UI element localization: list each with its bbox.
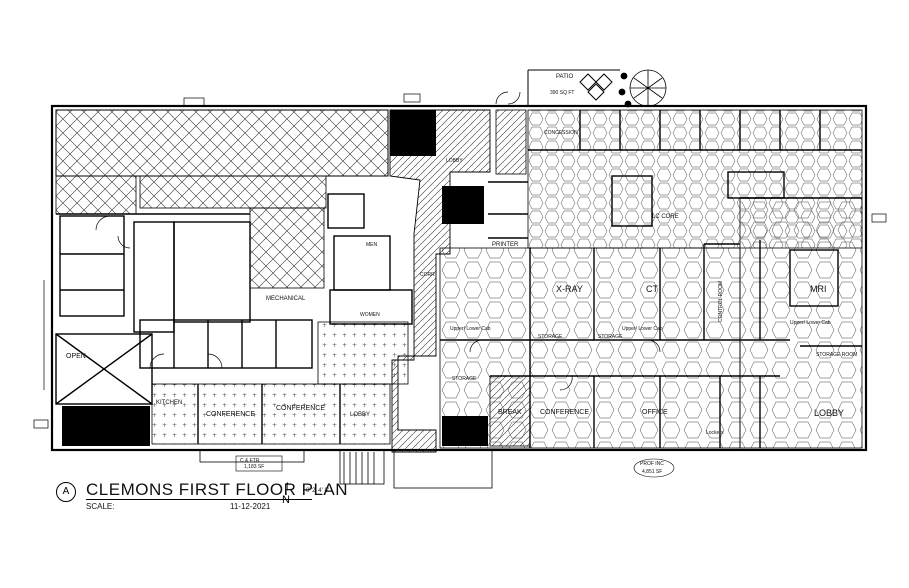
label-womens: WOMEN (360, 312, 380, 318)
label-corr: CORR (420, 272, 435, 278)
north-label: N (282, 494, 290, 506)
label-kitchen: KITCHEN (156, 400, 182, 406)
tag-box-prof (633, 458, 675, 478)
label-mri: MRI (810, 284, 827, 294)
label-conference-1: CONFERENCE (206, 411, 255, 418)
dot-zone-conference (151, 383, 391, 445)
label-open: OPEN (66, 353, 86, 360)
label-lobby-left: LOBBY (350, 412, 370, 418)
label-ct: CT (646, 284, 658, 294)
solid-block-elevator (442, 186, 484, 224)
label-upper-lower-cab-2: Upper/ Lower Cab (622, 326, 663, 332)
cross-hatch-zone-west (55, 175, 137, 215)
cross-hatch-zone-north (55, 109, 389, 177)
label-storage-3: STORAGE (452, 376, 477, 382)
label-conference-2: CONFERENCE (276, 405, 325, 412)
label-conference-3: CONFERENCE (540, 409, 589, 416)
label-patio: PATIO (556, 74, 573, 80)
north-arrow-icon: ↑ (284, 477, 291, 493)
tag-ct-ftr: C & FTR (240, 458, 260, 464)
label-storage-2: STORAGE (598, 334, 623, 340)
tag-ct-ftr-area: 1,183 SF (244, 464, 264, 470)
label-upper-lower-cab-3: Upper/ Lower Cab (790, 320, 831, 326)
label-storage-room: STORAGE ROOM (816, 352, 857, 358)
label-upper-lower-cab-1: Upper/ Lower Cab (450, 326, 491, 332)
dimension-tags (33, 93, 887, 429)
interior-walls (55, 110, 862, 448)
label-break: BREAK (498, 409, 522, 416)
label-concession: CONCESSION (544, 130, 578, 136)
title-block: A CLEMONS FIRST FLOOR PLAN SCALE: 11-12-… (42, 476, 372, 512)
patio-area (527, 69, 620, 106)
title-underline (86, 499, 312, 500)
diag-hatch-lobby-top (495, 109, 527, 175)
label-printer: PRINTER (492, 242, 519, 248)
label-mechanical: MECHANICAL (266, 296, 306, 302)
south-entry (199, 449, 493, 489)
label-lobby-center: LOBBY (446, 158, 463, 164)
cross-hatch-zone-center (139, 175, 327, 209)
door-swings (95, 91, 661, 391)
tag-prof-inc-area: 4,851 SF (642, 469, 662, 475)
label-lobby-right: LOBBY (814, 408, 844, 418)
scale-bar: 0' 2' 4' 8' (306, 488, 329, 494)
label-storage-1: STORAGE (538, 334, 563, 340)
label-mens: MEN (366, 242, 378, 248)
drawing-title: CLEMONS FIRST FLOOR PLAN (86, 480, 349, 499)
label-patio-area: 390 SQ FT (550, 90, 574, 96)
tree-symbol (618, 69, 667, 108)
north-arrow: ↑ N (280, 478, 294, 508)
label-office: OFFICE (642, 409, 668, 416)
label-xray: X-RAY (556, 284, 583, 294)
solid-block-stair-nw (390, 110, 436, 156)
dot-zone-lobby-left (317, 321, 409, 385)
solid-block-south (442, 416, 488, 446)
tag-prof-inc: PROF INC (640, 461, 664, 467)
solid-block-sw (62, 406, 150, 446)
drawing-date: 11-12-2021 (230, 502, 271, 511)
tag-box-ct (235, 455, 283, 472)
label-control-room: CONTROL ROOM (718, 281, 724, 322)
cross-hatch-zone-mech (249, 207, 325, 289)
section-callout: A (56, 482, 76, 502)
label-lockers: Lockers (706, 430, 724, 436)
scale-label: SCALE: (86, 502, 115, 511)
label-lc-core: LC CORE (652, 214, 679, 220)
hex-zone-southwest (439, 247, 741, 449)
